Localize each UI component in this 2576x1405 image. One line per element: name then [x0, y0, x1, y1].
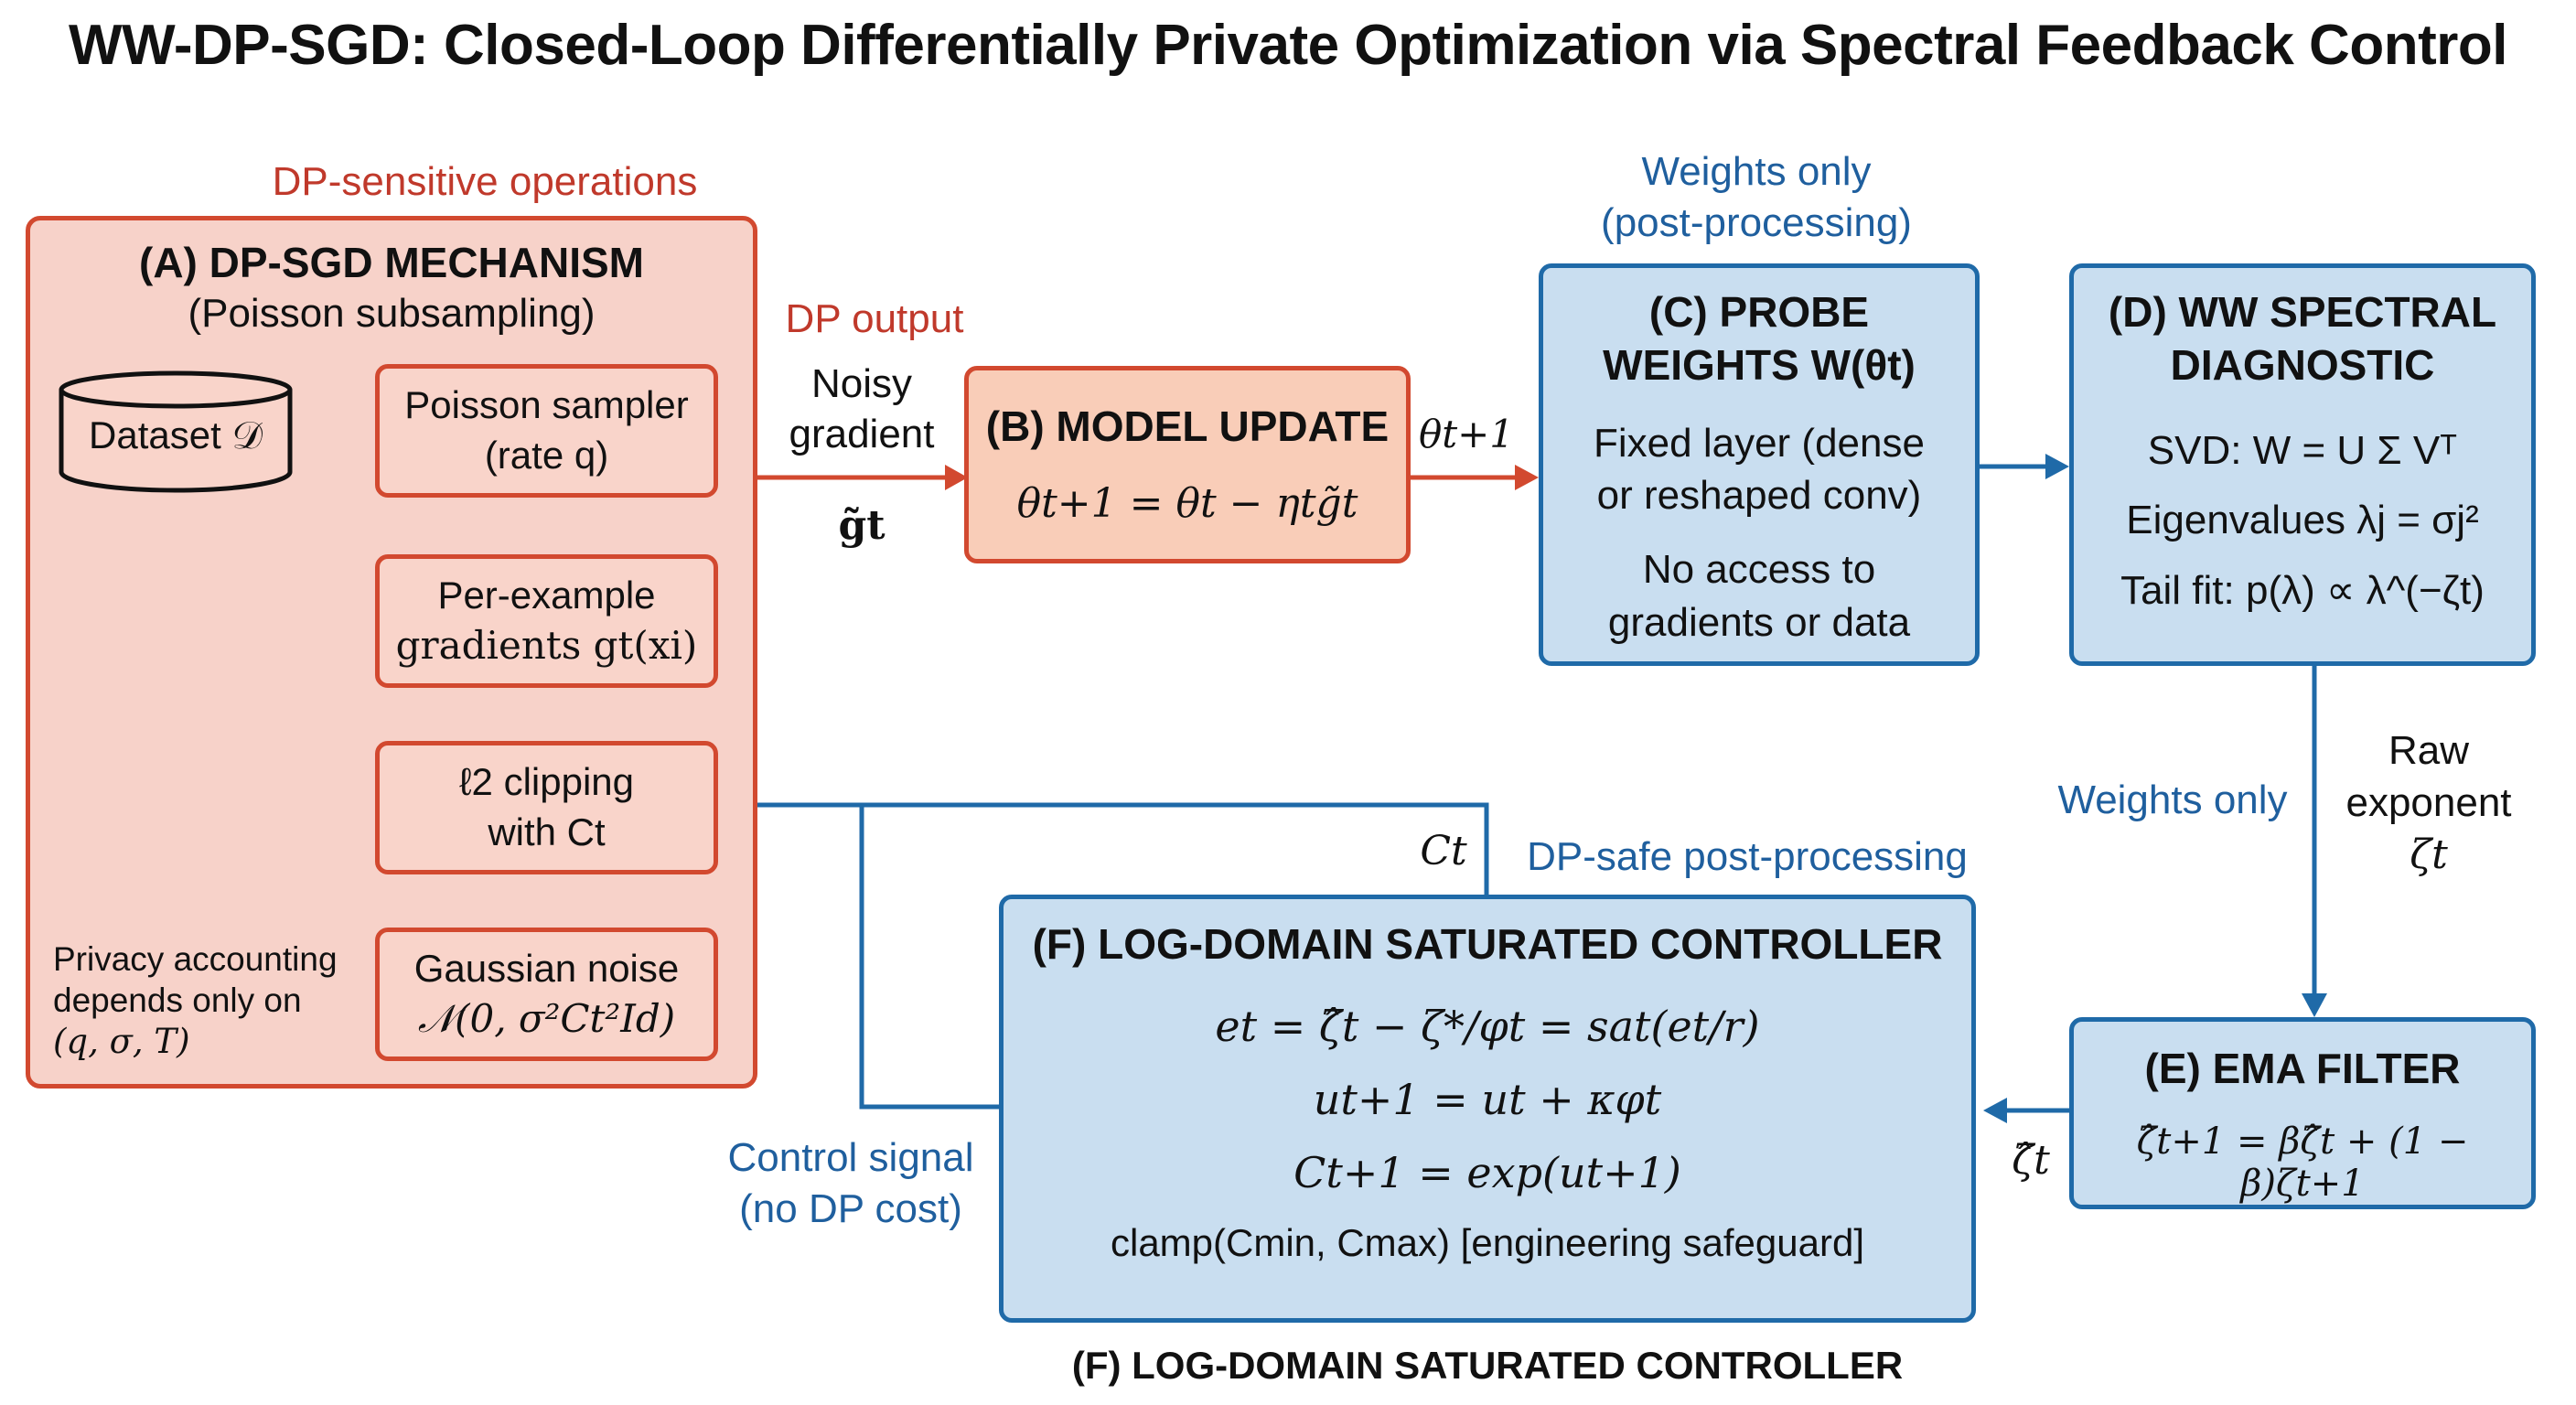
- box-c-line-1: Fixed layer (dense: [1594, 421, 1925, 466]
- box-d-svd: SVD: W = U Σ Vᵀ: [2147, 428, 2458, 473]
- box-f-title: (F) LOG-DOMAIN SATURATED CONTROLLER: [1032, 920, 1943, 968]
- arrowhead-d: [2045, 454, 2069, 479]
- box-c-title-1: (C) PROBE: [1648, 288, 1870, 336]
- box-c-line-3: No access to: [1642, 547, 1876, 593]
- arrowhead-b: [945, 465, 968, 490]
- dp-sensitive-label: DP-sensitive operations: [272, 159, 698, 204]
- box-e-equation: ζ̂t+1 = βζ̂t + (1 − β)ζt+1: [2136, 1121, 2469, 1205]
- box-d-ww-spectral-diagnostic: (D) WW SPECTRAL DIAGNOSTIC SVD: W = U Σ …: [2069, 263, 2536, 666]
- weights-only-post-label: Weights only (post-processing): [1555, 146, 1958, 250]
- footer-caption: (F) LOG-DOMAIN SATURATED CONTROLLER: [1071, 1344, 1904, 1387]
- weights-only-label: Weights only: [2057, 778, 2288, 822]
- arrowhead-f: [1983, 1098, 2007, 1123]
- per-example-gradients: gradients gt(xi): [395, 623, 698, 668]
- c-t-label: Ct: [1420, 828, 1467, 874]
- box-f-eq-update: ut+1 = ut + κφt: [1313, 1075, 1662, 1124]
- box-e-ema-filter: (E) EMA FILTER ζ̂t+1 = βζ̂t + (1 − β)ζt+…: [2069, 1017, 2536, 1209]
- control-signal-line-2: (no DP cost): [739, 1186, 962, 1232]
- dataset-cylinder-icon: [59, 370, 293, 493]
- box-b-model-update: (B) MODEL UPDATE θt+1 = θt − ηtg̃t: [964, 366, 1411, 563]
- page-title: WW-DP-SGD: Closed-Loop Differentially Pr…: [69, 14, 2507, 77]
- per-example-gradients-box: Per-example gradients gt(xi): [375, 554, 718, 688]
- box-f-clamp: clamp(Cmin, Cmax) [engineering safeguard…: [1110, 1221, 1865, 1264]
- noisy-gradient-symbol: g̃t: [838, 502, 886, 549]
- poisson-sampler-box: Poisson sampler (rate q): [375, 364, 718, 498]
- noisy-gradient-line-1: Noisy: [810, 361, 913, 406]
- raw-exponent-line-2: exponent: [2345, 780, 2512, 826]
- arrow-f-to-clipping: [748, 802, 1489, 895]
- control-signal-label: Control signal (no DP cost): [704, 1132, 997, 1236]
- box-c-title-2: WEIGHTS W(θt): [1603, 340, 1916, 389]
- gaussian-noise-label: Gaussian noise: [413, 947, 680, 991]
- dp-safe-label: DP-safe post-processing: [1527, 834, 1968, 879]
- box-a-title: (A) DP-SGD MECHANISM: [139, 239, 644, 286]
- box-f-eq-threshold: Ct+1 = exp(ut+1): [1293, 1148, 1681, 1197]
- theta-next-label: θt+1: [1418, 412, 1515, 456]
- control-signal-line-1: Control signal: [727, 1135, 974, 1180]
- box-d-eigenvalues: Eigenvalues λj = σj²: [2126, 498, 2479, 542]
- per-example-label: Per-example: [437, 574, 656, 617]
- gaussian-noise-box: Gaussian noise 𝒩(0, σ²Ct²Id): [375, 928, 718, 1061]
- l2-clipping-box: ℓ2 clipping with Ct: [375, 741, 718, 874]
- box-e-title: (E) EMA FILTER: [2144, 1045, 2461, 1092]
- privacy-line-2: depends only on: [53, 981, 302, 1020]
- box-c-probe-weights: (C) PROBE WEIGHTS W(θt) Fixed layer (den…: [1539, 263, 1980, 666]
- gaussian-noise-formula: 𝒩(0, σ²Ct²Id): [417, 996, 676, 1041]
- arrowhead-e: [2302, 993, 2327, 1017]
- poisson-sampler-label: Poisson sampler: [404, 383, 689, 427]
- poisson-sampler-rate: (rate q): [484, 434, 609, 477]
- dataset-label: Dataset 𝒟: [89, 413, 263, 456]
- weights-only-post-line-2: (post-processing): [1601, 200, 1912, 246]
- zeta-hat-label: ζ̂t: [2012, 1137, 2050, 1184]
- box-c-line-4: gradients or data: [1607, 599, 1911, 645]
- arrow-f-control-loop: [859, 805, 999, 1110]
- privacy-accounting-note: Privacy accounting depends only on (q, σ…: [53, 938, 355, 1062]
- box-f-eq-error: et = ζ̂t − ζ*/φt = sat(et/r): [1215, 1002, 1760, 1051]
- arrowhead-c: [1515, 465, 1539, 490]
- l2-clipping-threshold: with Ct: [488, 810, 606, 853]
- box-f-log-domain-controller: (F) LOG-DOMAIN SATURATED CONTROLLER et =…: [999, 895, 1976, 1323]
- noisy-gradient-line-2: gradient: [789, 412, 935, 456]
- box-d-tail-fit: Tail fit: p(λ) ∝ λ^(−ζt): [2120, 568, 2485, 613]
- privacy-line-3: (q, σ, T): [53, 1022, 190, 1062]
- raw-exponent-line-1: Raw: [2388, 728, 2470, 773]
- dp-output-label: DP output: [785, 296, 964, 341]
- noisy-gradient-label: Noisy gradient: [765, 359, 959, 459]
- raw-exponent-symbol: ζt: [2410, 831, 2448, 879]
- box-d-title-1: (D) WW SPECTRAL: [2108, 288, 2497, 336]
- l2-clipping-label: ℓ2 clipping: [458, 760, 635, 804]
- privacy-line-1: Privacy accounting: [53, 940, 338, 978]
- box-b-equation: θt+1 = θt − ηtg̃t: [1016, 480, 1358, 528]
- box-c-line-2: or reshaped conv): [1596, 473, 1922, 519]
- box-a-subtitle: (Poisson subsampling): [188, 291, 596, 336]
- weights-only-post-line-1: Weights only: [1641, 149, 1872, 194]
- box-d-title-2: DIAGNOSTIC: [2170, 340, 2435, 389]
- raw-exponent-label: Raw exponent ζt: [2324, 724, 2534, 882]
- box-b-title: (B) MODEL UPDATE: [985, 402, 1390, 450]
